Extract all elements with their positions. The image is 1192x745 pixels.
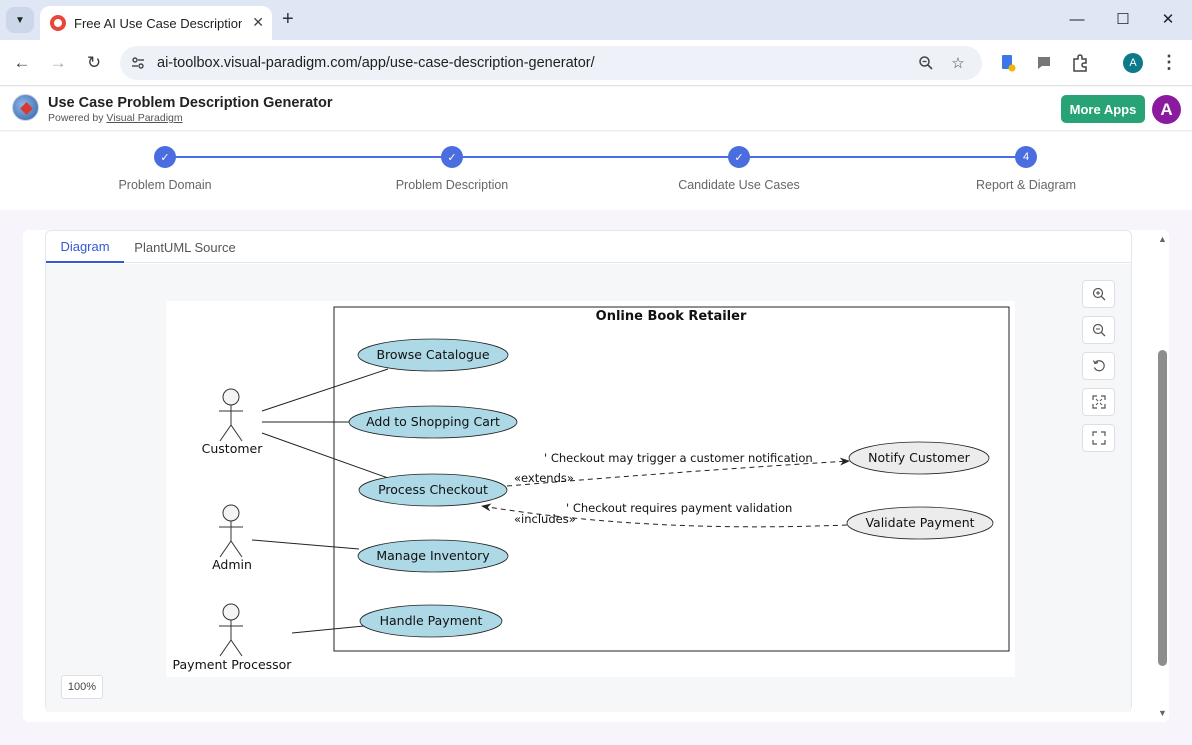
tab-search-button[interactable]: ▼ [6,7,34,33]
system-name: Online Book Retailer [596,309,747,324]
actor-label-payment-processor: Payment Processor [173,657,293,672]
use-case-label: Validate Payment [865,515,974,530]
use-case-label: Notify Customer [868,450,971,465]
use-case-process-checkout[interactable]: Process Checkout [358,473,508,507]
zoom-out-icon [1092,323,1105,337]
tab-title: Free AI Use Case Description Ge [74,15,242,31]
report-card: Diagram PlantUML Source Online Book Reta… [23,230,1169,722]
address-bar[interactable]: ai-toolbox.visual-paradigm.com/app/use-c… [120,46,982,80]
maximize-window-button[interactable]: ☐ [1116,11,1130,28]
site-settings-icon[interactable] [130,55,146,71]
associations [251,368,389,634]
powered-by-text: Powered by [48,112,104,124]
use-case-add-to-shopping-cart[interactable]: Add to Shopping Cart [348,405,518,439]
step-4-number[interactable]: 4 [1015,146,1037,168]
use-case-browse-catalogue[interactable]: Browse Catalogue [357,338,509,372]
zoom-in-button[interactable] [1082,280,1115,308]
includes-label: «includes» [514,512,576,526]
use-case-validate-payment[interactable]: Validate Payment [846,506,994,540]
diagram-canvas: Online Book Retailer Customer [166,301,1015,677]
more-apps-button[interactable]: More Apps [1061,95,1145,123]
use-case-label: Browse Catalogue [376,347,489,362]
fullscreen-icon [1091,431,1106,445]
user-avatar[interactable]: A [1152,95,1181,124]
diagram-panel: Diagram PlantUML Source Online Book Reta… [45,230,1132,712]
browser-tab[interactable]: Free AI Use Case Description Ge ✕ [40,6,272,40]
visual-paradigm-link[interactable]: Visual Paradigm [106,112,183,124]
extension-file-icon[interactable] [997,52,1019,74]
use-case-label: Add to Shopping Cart [366,414,500,429]
scroll-thumb[interactable] [1158,350,1167,666]
page-scrollbar[interactable]: ▲ ▼ [1156,232,1168,722]
scroll-up-icon[interactable]: ▲ [1158,234,1167,244]
zoom-in-icon [1092,287,1105,301]
step-3-check-icon[interactable]: ✓ [728,146,750,168]
close-window-button[interactable]: ✕ [1161,11,1175,28]
actor-admin[interactable] [219,504,243,558]
extends-arrow [506,457,850,487]
browser-toolbar: ← → ↻ ai-toolbox.visual-paradigm.com/app… [0,40,1192,86]
scroll-down-icon[interactable]: ▼ [1158,708,1167,718]
tab-diagram[interactable]: Diagram [46,231,124,263]
use-case-diagram: Online Book Retailer Customer [173,306,1010,672]
minimize-window-button[interactable]: — [1069,10,1085,28]
actor-label-admin: Admin [212,557,252,572]
fullscreen-button[interactable] [1082,424,1115,452]
includes-arrow [481,503,848,528]
bookmark-star-icon[interactable]: ☆ [951,55,965,72]
visual-paradigm-logo-icon [12,94,39,121]
extends-note: ' Checkout may trigger a customer notifi… [544,451,813,465]
use-case-manage-inventory[interactable]: Manage Inventory [357,539,509,573]
zoom-out-button[interactable] [1082,316,1115,344]
zoom-level-indicator: 100% [61,675,103,699]
includes-note: ' Checkout requires payment validation [566,501,792,515]
url-text: ai-toolbox.visual-paradigm.com/app/use-c… [157,55,595,71]
close-tab-icon[interactable]: ✕ [252,14,264,30]
extends-label: «extends» [514,471,574,485]
browser-profile-avatar[interactable]: A [1123,53,1143,73]
reset-zoom-button[interactable] [1082,352,1115,380]
new-tab-button[interactable]: + [282,8,294,30]
chevron-down-icon: ▼ [15,14,25,26]
diagram-tabs: Diagram PlantUML Source [46,231,1131,263]
extensions-puzzle-icon[interactable] [1069,52,1091,74]
powered-by: Powered by Visual Paradigm [48,112,183,124]
use-case-notify-customer[interactable]: Notify Customer [848,441,990,475]
app-title: Use Case Problem Description Generator [48,95,333,111]
extension-chat-icon[interactable] [1033,52,1055,74]
back-button[interactable]: ← [13,53,31,72]
zoom-icon[interactable] [916,53,936,73]
actor-payment-processor[interactable] [219,603,243,657]
reload-button[interactable]: ↻ [86,53,102,72]
step-label-report-diagram[interactable]: Report & Diagram [975,178,1077,192]
use-case-handle-payment[interactable]: Handle Payment [359,604,503,638]
use-case-label: Handle Payment [380,613,483,628]
use-case-label: Manage Inventory [376,548,490,563]
step-connector [739,156,1026,158]
site-favicon-icon [50,15,66,31]
step-label-candidate-use-cases[interactable]: Candidate Use Cases [678,178,800,192]
step-connector [452,156,739,158]
browser-tab-bar: ▼ Free AI Use Case Description Ge ✕ + — … [0,0,1192,40]
step-2-check-icon[interactable]: ✓ [441,146,463,168]
forward-button[interactable]: → [49,53,67,72]
app-header: Use Case Problem Description Generator P… [0,87,1192,131]
step-1-check-icon[interactable]: ✓ [154,146,176,168]
tab-plantuml-source[interactable]: PlantUML Source [134,239,236,255]
use-case-label: Process Checkout [378,482,488,497]
fit-screen-icon [1091,395,1106,409]
actor-customer[interactable] [219,388,243,442]
reset-icon [1092,360,1105,372]
diagram-viewer[interactable]: Online Book Retailer Customer [46,264,1131,712]
fit-to-screen-button[interactable] [1082,388,1115,416]
step-label-problem-domain[interactable]: Problem Domain [118,178,212,192]
browser-menu-icon[interactable]: ⋮ [1160,52,1178,72]
step-connector [165,156,452,158]
progress-stepper: ✓ ✓ ✓ 4 Problem Domain Problem Descripti… [0,132,1192,210]
step-label-problem-description[interactable]: Problem Description [395,178,509,192]
actor-label-customer: Customer [202,441,264,456]
